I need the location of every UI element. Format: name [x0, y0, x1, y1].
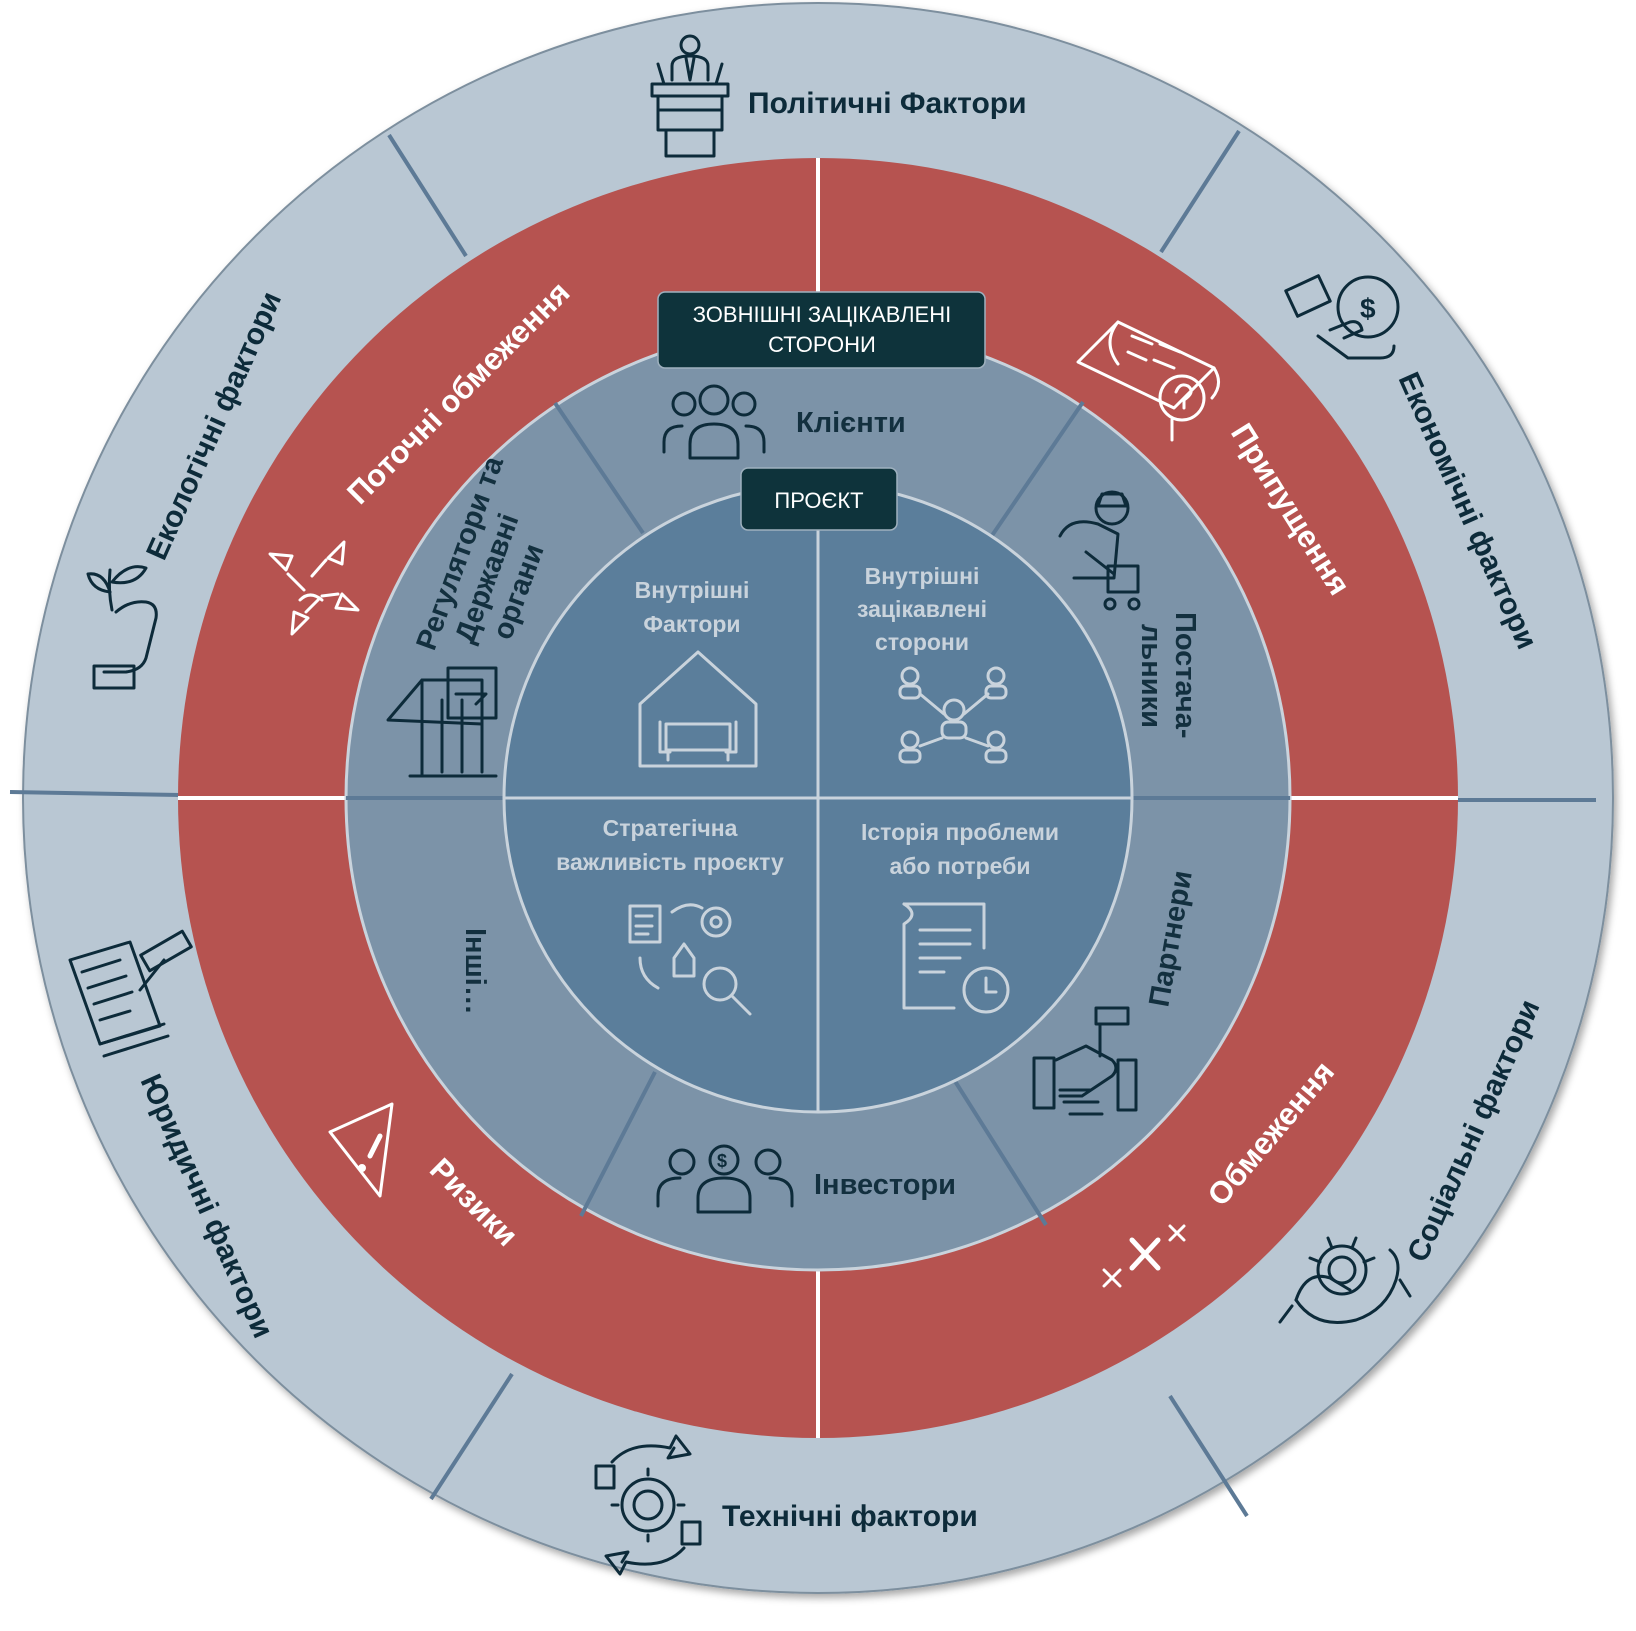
svg-text:Постача-: Постача-: [1169, 612, 1201, 739]
people-group-icon: [662, 384, 766, 460]
assumption-document-icon: [1076, 320, 1220, 442]
svg-text:ПРОЄКТ: ПРОЄКТ: [774, 488, 863, 513]
svg-text:Фактори: Фактори: [643, 611, 740, 637]
svg-text:Внутрішні: Внутрішні: [865, 563, 980, 589]
handshake-icon: [1032, 1006, 1138, 1116]
svg-text:Історія проблеми: Історія проблеми: [861, 819, 1059, 845]
technical-factors-label: Технічні фактори: [722, 1500, 978, 1533]
svg-text:сторони: сторони: [875, 629, 969, 655]
crossed-x-icon: [1102, 1224, 1186, 1288]
external-stakeholders-box: ЗОВНІШНІ ЗАЦІКАВЛЕНІ СТОРОНИ: [657, 291, 986, 369]
core-dividers: [504, 484, 1132, 1112]
government-building-icon: [386, 666, 498, 778]
law-book-gavel-icon: [68, 929, 193, 1058]
svg-text:Внутрішні: Внутрішні: [635, 577, 750, 603]
svg-text:Стратегічна: Стратегічна: [603, 815, 738, 841]
strategy-cycle-icon: [628, 903, 752, 1016]
svg-text:льники: льники: [1135, 624, 1167, 728]
podium-icon: [650, 34, 730, 158]
network-people-icon: [898, 666, 1008, 764]
investor-group-icon: $: [656, 1144, 794, 1214]
clients-label: Клієнти: [796, 407, 906, 439]
svg-text:ЗОВНІШНІ ЗАЦІКАВЛЕНІ: ЗОВНІШНІ ЗАЦІКАВЛЕНІ: [693, 302, 951, 327]
helping-hand-heart-icon: [1278, 1236, 1412, 1324]
strategic-importance-label: Стратегічна важливість проєкту: [556, 815, 784, 875]
suppliers-label: Постача- льники: [1135, 612, 1201, 739]
investors-label: Інвестори: [814, 1169, 956, 1201]
internal-stakeholders-label: Внутрішні зацікавлені сторони: [857, 563, 987, 655]
house-sofa-icon: [638, 650, 758, 768]
plant-hand-icon: [86, 565, 158, 690]
document-clock-icon: [902, 902, 1010, 1014]
supplier-cart-icon: [1058, 490, 1141, 611]
internal-factors-label: Внутрішні Фактори: [635, 577, 750, 637]
svg-text:$: $: [717, 1151, 727, 1171]
svg-text:або потреби: або потреби: [890, 853, 1031, 879]
svg-text:$: $: [1360, 293, 1376, 324]
svg-text:СТОРОНИ: СТОРОНИ: [768, 332, 876, 357]
problem-history-label: Історія проблеми або потреби: [861, 819, 1059, 879]
svg-text:зацікавлені: зацікавлені: [857, 596, 987, 622]
warning-triangle-icon: [328, 1102, 394, 1198]
political-factors-label: Політичні Фактори: [748, 87, 1027, 120]
others-label: Інші…: [459, 928, 491, 1015]
gear-hands-icon: [594, 1434, 702, 1576]
outer-dividers: [9, 129, 1596, 1518]
stakeholder-dividers: [346, 400, 1290, 1227]
svg-text:важливість проєкту: важливість проєкту: [556, 849, 784, 875]
converging-arrows-icon: [268, 540, 360, 636]
project-box: ПРОЄКТ: [740, 467, 898, 531]
money-hand-icon: $: [1284, 274, 1400, 360]
